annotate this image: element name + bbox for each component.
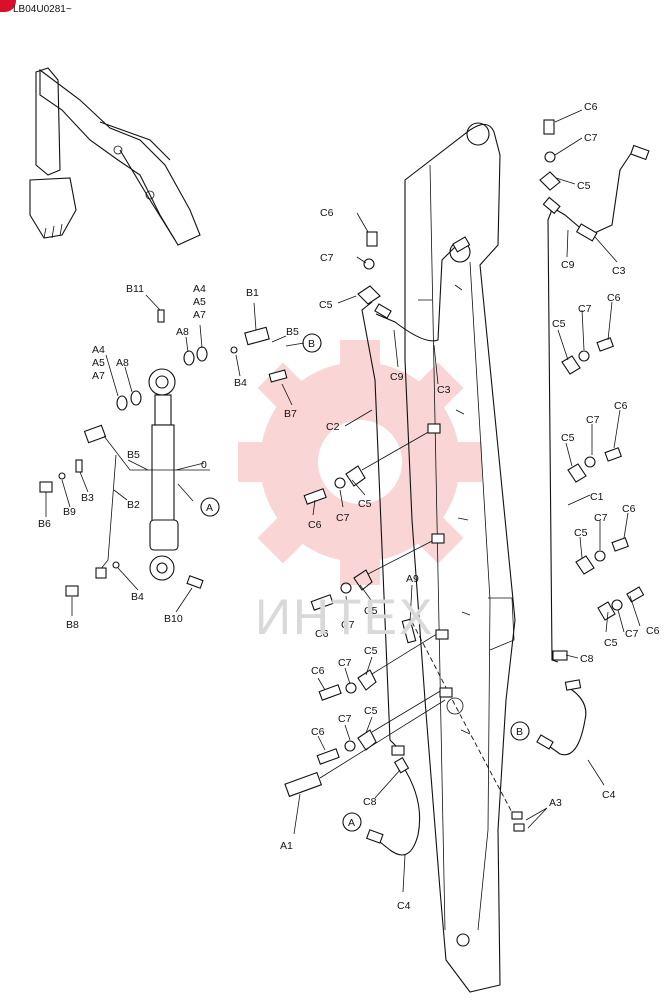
label-zero: 0 [201,459,207,471]
hose-c4-left [366,757,421,856]
label-b1: B1 [246,287,259,299]
hose-c4-right [536,650,587,756]
label-c5: C5 [364,605,378,617]
label-b5: B5 [286,326,299,338]
label-a1: A1 [280,840,293,852]
label-a5: A5 [92,357,105,369]
label-a5: A5 [193,296,206,308]
label-b2: B2 [127,499,140,511]
label-c5: C5 [574,527,588,539]
label-c6: C6 [622,503,636,515]
label-c7: C7 [341,619,355,631]
label-a9: A9 [406,573,419,585]
clamp-bolt-set [303,119,645,765]
label-c5: C5 [577,180,591,192]
cylinder-assembly [39,309,288,597]
label-a4: A4 [193,283,206,295]
label-c7: C7 [336,512,350,524]
label-a7: A7 [193,309,206,321]
label-b3: B3 [81,492,94,504]
label-a4: A4 [92,344,105,356]
label-c5: C5 [364,705,378,717]
label-c6: C6 [320,207,334,219]
label-c4: C4 [602,789,616,801]
label-c3: C3 [612,265,626,277]
callout-b: B [308,338,315,350]
pipe-c1 [542,144,650,663]
label-c7: C7 [338,657,352,669]
label-b6: B6 [38,518,51,530]
callout-b: B [516,726,523,738]
label-c6: C6 [646,625,660,637]
label-c5: C5 [552,318,566,330]
watermark-text: ИНТЕХ [255,589,435,645]
callout-a: A [206,502,213,514]
label-c8: C8 [363,796,377,808]
label-b7: B7 [284,408,297,420]
label-b4: B4 [234,377,247,389]
watermark-gear-icon [238,340,482,585]
label-c6: C6 [311,665,325,677]
label-c5: C5 [561,432,575,444]
label-a7: A7 [92,370,105,382]
label-b9: B9 [63,506,76,518]
label-c5: C5 [319,299,333,311]
label-c7: C7 [578,303,592,315]
label-b11: B11 [126,283,144,295]
label-b8: B8 [66,619,79,631]
label-a3: A3 [549,797,562,809]
pin-a1 [284,621,525,832]
label-c6: C6 [315,628,329,640]
label-c2: C2 [326,421,340,433]
label-c7: C7 [320,252,334,264]
label-c7: C7 [586,414,600,426]
label-c9: C9 [561,259,575,271]
label-c6: C6 [614,400,628,412]
label-c7: C7 [338,713,352,725]
drawing-code: LB04U0281~ [13,4,72,15]
label-c6: C6 [308,519,322,531]
pipe-c2 [361,236,471,756]
callout-circles [200,333,530,832]
label-c5: C5 [358,498,372,510]
part-labels: C6 C7 C5 C9 C3 C5 C7 C6 C5 C7 C6 C1 C5 C… [38,101,660,912]
label-b4: B4 [131,591,144,603]
label-a8: A8 [116,357,129,369]
excavator-arm-sketch [29,67,201,246]
boom [404,122,516,993]
label-c8: C8 [580,653,594,665]
leader-lines [45,109,641,893]
label-c7: C7 [594,512,608,524]
label-b5: B5 [127,449,140,461]
label-c4: C4 [397,900,411,912]
label-c6: C6 [311,726,325,738]
label-c7: C7 [584,132,598,144]
label-a8: A8 [176,326,189,338]
label-b10: B10 [164,613,183,625]
label-c6: C6 [584,101,598,113]
label-c5: C5 [364,645,378,657]
label-c5: C5 [604,637,618,649]
corner-marker [0,0,16,12]
callout-a: A [348,817,355,829]
label-c6: C6 [607,292,621,304]
label-c9: C9 [390,371,404,383]
label-c1: C1 [590,491,604,503]
label-c3: C3 [437,384,451,396]
label-c7: C7 [625,628,639,640]
